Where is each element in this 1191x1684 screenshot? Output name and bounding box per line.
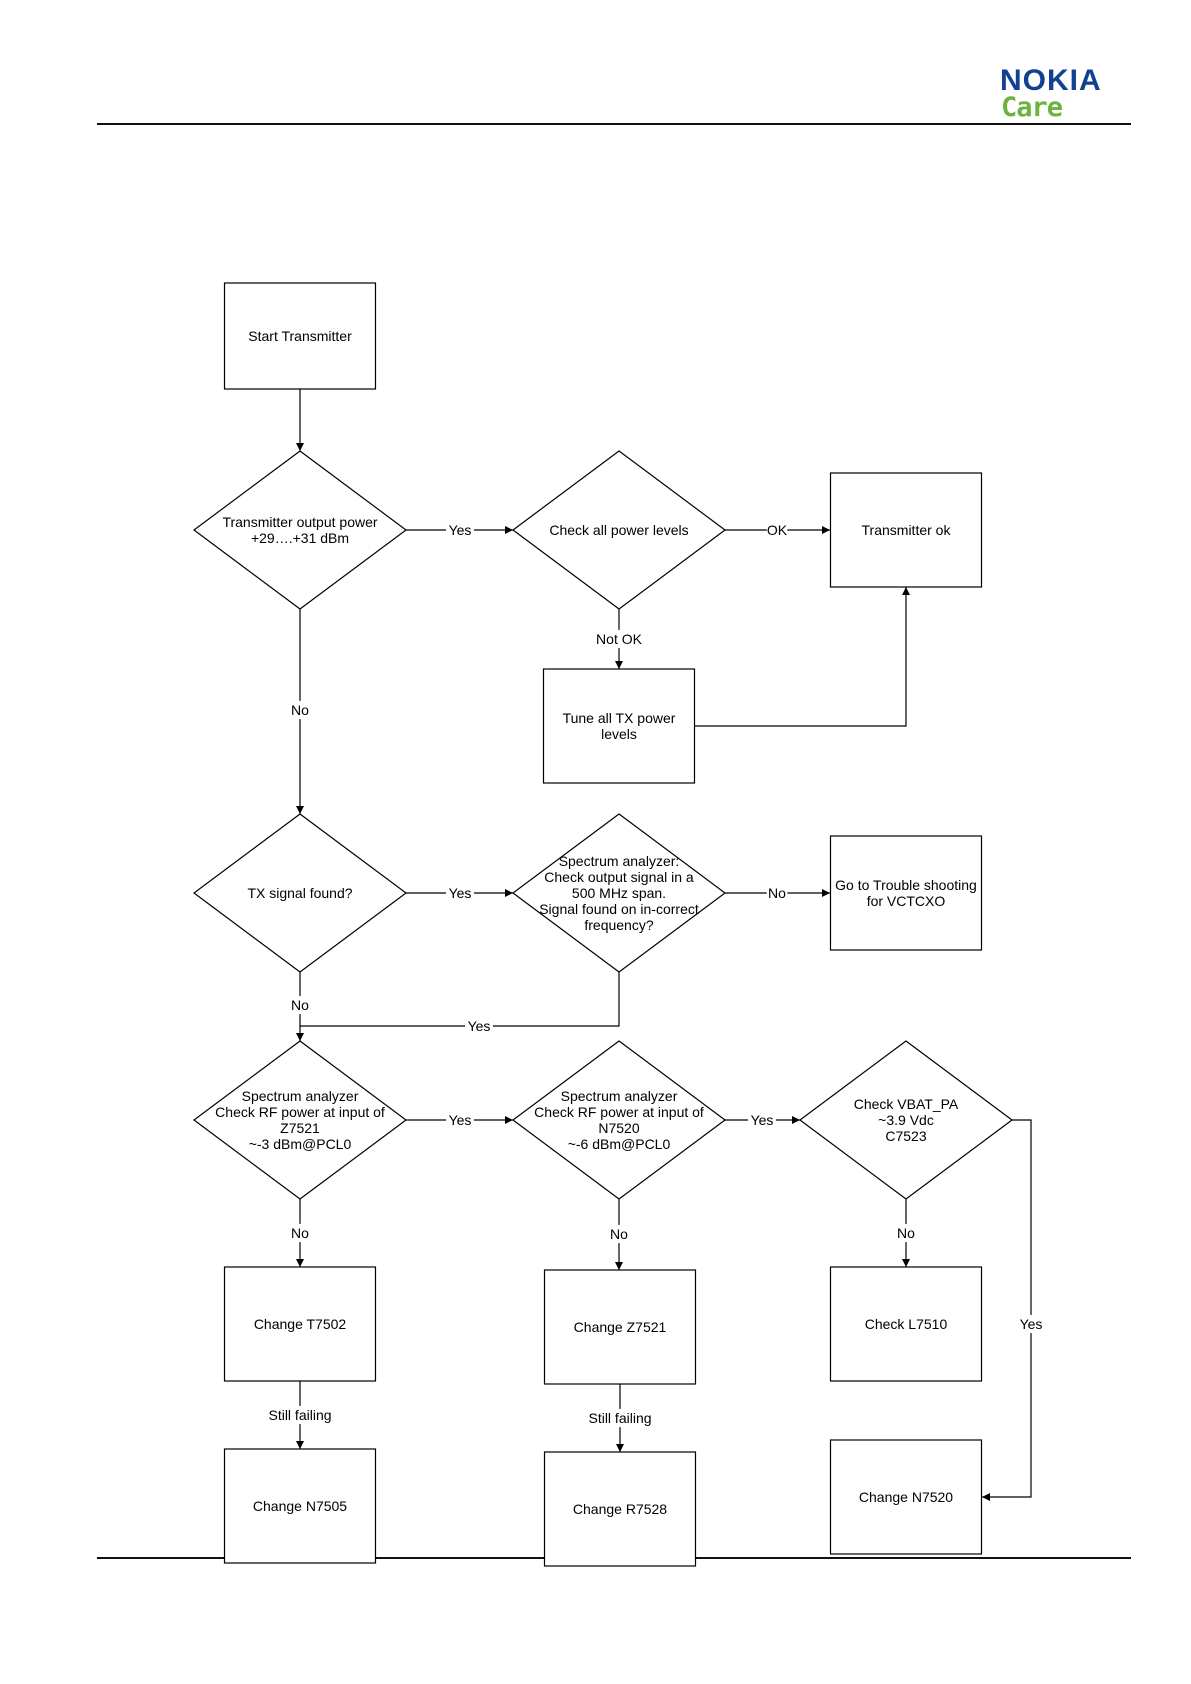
edge-label-bg: [446, 520, 474, 540]
edge-label-bg: [1017, 1314, 1045, 1334]
edge-label-bg: [594, 629, 644, 649]
node-text: Spectrum analyzer: [561, 1088, 678, 1104]
edge-label-bg: [895, 1223, 917, 1243]
edge-label: No: [291, 1225, 309, 1241]
process-box-ch_n7520: [829, 1439, 983, 1555]
edge-label: Still failing: [588, 1410, 651, 1426]
node-text: ~3.9 Vdc: [878, 1112, 934, 1128]
decision-diamond-d_spectrum: [511, 813, 727, 973]
node-text: +29….+31 dBm: [251, 530, 349, 546]
decision-diamond-d_vbat: [798, 1040, 1014, 1200]
edge-label: No: [291, 702, 309, 718]
edge-label: No: [897, 1225, 915, 1241]
edge-label: No: [291, 997, 309, 1013]
process-box-tx_ok: [829, 472, 983, 588]
edge-label: No: [768, 885, 786, 901]
node-text: Change N7505: [253, 1498, 347, 1514]
decision-diamond-d_power: [192, 450, 408, 610]
node-text: Go to Trouble shooting: [835, 877, 977, 893]
process-box-ch_r7528: [543, 1451, 697, 1567]
edge-label-bg: [608, 1224, 630, 1244]
node-text: Check L7510: [865, 1316, 948, 1332]
node-text: ~-6 dBm@PCL0: [568, 1136, 671, 1152]
process-box-ch_l7510: [829, 1266, 983, 1382]
edge-label: No: [610, 1226, 628, 1242]
edge-tune-to-tx_ok: [694, 587, 910, 727]
node-text: Check all power levels: [549, 522, 688, 538]
edge-label-bg: [446, 883, 474, 903]
edge-label: Yes: [449, 522, 472, 538]
node-text: Transmitter output power: [222, 514, 377, 530]
brand-name: NOKIA: [1000, 64, 1102, 97]
edge-label-bg: [465, 1016, 493, 1036]
edge-label-bg: [289, 995, 311, 1015]
node-text: levels: [601, 726, 637, 742]
node-text: Change Z7521: [574, 1319, 667, 1335]
node-text: Z7521: [280, 1120, 320, 1136]
node-text: for VCTCXO: [867, 893, 946, 909]
edge-label-bg: [249, 1405, 351, 1425]
decision-diamond-d_check_levels: [511, 450, 727, 610]
node-text: Change R7528: [573, 1501, 667, 1517]
edge-label: Yes: [449, 1112, 472, 1128]
edge-d_spectrum-to-d_z7521: [300, 972, 620, 1027]
brand-sub: Care: [1001, 92, 1063, 123]
process-box-vctcxo: [829, 835, 983, 951]
decision-diamond-d_signal: [192, 813, 408, 973]
node-text: ~-3 dBm@PCL0: [249, 1136, 352, 1152]
node-text: Tune all TX power: [563, 710, 676, 726]
edge-label-bg: [289, 1223, 311, 1243]
node-text: Check RF power at input of: [534, 1104, 704, 1120]
node-text: 500 MHz span.: [572, 885, 666, 901]
edge-label: Yes: [1020, 1316, 1043, 1332]
node-text: Spectrum analyzer:: [559, 853, 680, 869]
edge-label: Still failing: [268, 1407, 331, 1423]
node-text: frequency?: [584, 917, 653, 933]
process-box-start: [223, 282, 377, 390]
process-box-tune: [542, 668, 696, 784]
node-text: Check RF power at input of: [215, 1104, 385, 1120]
edge-label: Yes: [468, 1018, 491, 1034]
node-text: Change T7502: [254, 1316, 347, 1332]
node-text: Change N7520: [859, 1489, 953, 1505]
edge-label: OK: [767, 522, 788, 538]
node-text: Transmitter ok: [862, 522, 952, 538]
node-text: C7523: [885, 1128, 926, 1144]
nokia-care-logo: NOKIA Care: [1000, 66, 1135, 122]
edge-d_vbat-to-ch_n7520: [982, 1119, 1032, 1501]
node-text: Check output signal in a: [544, 869, 694, 885]
edge-label-bg: [766, 883, 788, 903]
edge-label: Not OK: [596, 631, 643, 647]
process-box-ch_z7521: [543, 1269, 697, 1385]
node-text: Spectrum analyzer: [242, 1088, 359, 1104]
node-text: N7520: [598, 1120, 639, 1136]
node-text: TX signal found?: [247, 885, 352, 901]
edge-label-bg: [748, 1110, 776, 1130]
decision-diamond-d_n7520: [511, 1040, 727, 1200]
node-text: Start Transmitter: [248, 328, 352, 344]
header-rule: [97, 123, 1131, 125]
edge-label: Yes: [449, 885, 472, 901]
edge-label: Yes: [751, 1112, 774, 1128]
edge-label-bg: [569, 1408, 671, 1428]
node-text: Check VBAT_PA: [854, 1096, 959, 1112]
node-text: Signal found on in-correct: [539, 901, 699, 917]
process-box-ch_t7502: [223, 1266, 377, 1382]
edge-label-bg: [289, 700, 311, 720]
edge-label-bg: [446, 1110, 474, 1130]
edge-label-bg: [766, 520, 788, 540]
decision-diamond-d_z7521: [192, 1040, 408, 1200]
process-box-ch_n7505: [223, 1448, 377, 1564]
